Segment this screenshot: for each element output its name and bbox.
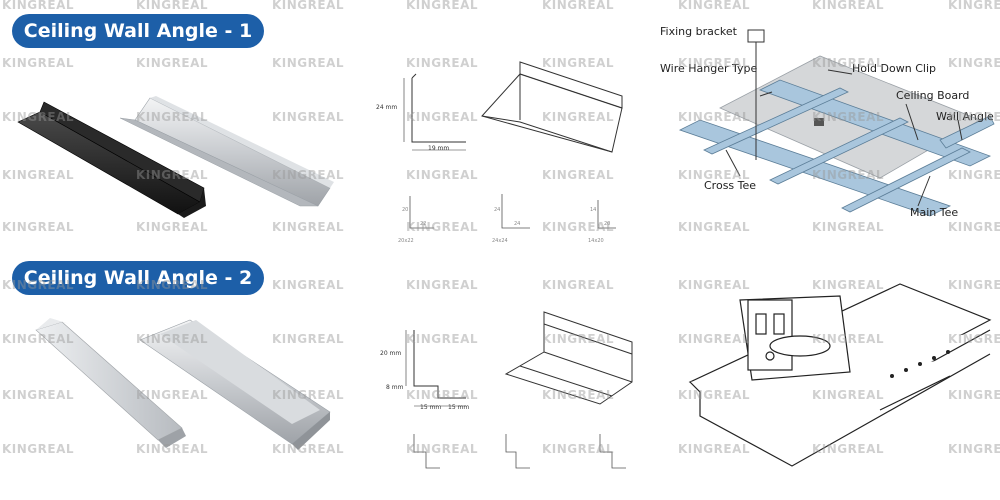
step-profile-a — [413, 434, 440, 469]
silver-step-angle-photo-left — [35, 318, 186, 448]
profile-3-side: 14 — [590, 207, 597, 213]
profile-24x24 — [501, 194, 530, 229]
wall-angle-label: Wall Angle — [936, 110, 994, 123]
ceiling-wall-angle-2-badge: Ceiling Wall Angle - 2 — [12, 261, 264, 295]
cross-tee-2 — [769, 117, 909, 185]
ceiling-board-label: Ceiling Board — [896, 89, 970, 102]
profile-1-side: 20 — [402, 207, 409, 213]
step-profile-b — [505, 434, 530, 469]
profile-14x20 — [597, 200, 616, 229]
profile-20x22 — [409, 196, 434, 229]
profile-2-bottom: 24 — [514, 221, 521, 227]
wall-angle — [939, 115, 995, 149]
profile-2-side: 24 — [494, 207, 501, 213]
cross-tee-1 — [703, 87, 849, 155]
fixing-bracket-shape — [747, 29, 765, 43]
profile-3-caption: 14x20 — [588, 238, 604, 244]
angle-2-width-a: 15 mm — [420, 404, 442, 411]
angle-2-width-b: 15 mm — [448, 404, 470, 411]
silver-wall-angle-photo — [119, 96, 334, 207]
profile-1-caption: 20x22 — [398, 238, 414, 244]
step-profile-c — [599, 434, 626, 469]
silver-step-angle-photo-right — [139, 319, 331, 450]
angle-1-height-dimension: 24 mm — [376, 104, 398, 111]
hold-down-clip-shape — [814, 118, 824, 126]
angle-2-height-dimension: 20 mm — [380, 350, 402, 357]
fixing-bracket-label: Fixing bracket — [660, 25, 737, 38]
wire-hanger-label: Wire Hanger Type — [660, 62, 758, 75]
angle-2-profile — [413, 330, 466, 399]
main-tee-label: Main Tee — [910, 206, 959, 219]
ceiling-wall-angle-1-badge: Ceiling Wall Angle - 1 — [12, 14, 264, 48]
profile-3-bottom: 20 — [604, 221, 611, 227]
profile-2-caption: 24x24 — [492, 238, 508, 244]
angle-2-step-dimension: 8 mm — [386, 384, 404, 391]
hold-down-clip-label: Hold Down Clip — [852, 62, 936, 75]
profile-1-bottom: 22 — [420, 221, 427, 227]
cross-tee-3 — [841, 147, 971, 213]
angle-1-profile — [411, 78, 466, 143]
angle-1-width-dimension: 19 mm — [428, 145, 450, 152]
cross-tee-label: Cross Tee — [704, 179, 757, 192]
black-wall-angle-photo — [17, 101, 206, 218]
